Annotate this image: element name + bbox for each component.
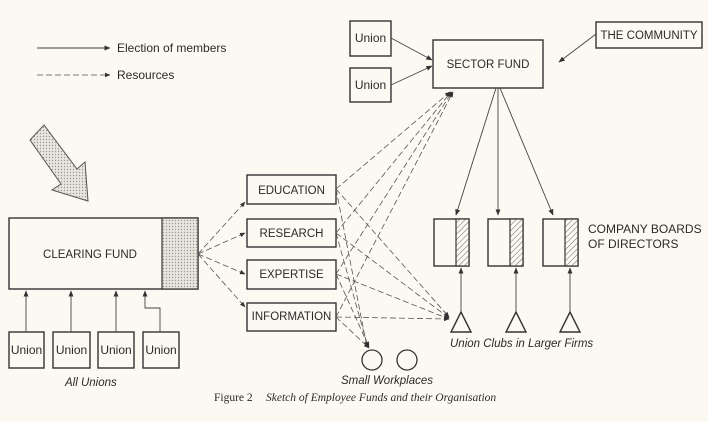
clearing-to-service-arrow	[197, 253, 246, 308]
all-unions-label: All Unions	[64, 377, 117, 389]
svg-text:Union: Union	[100, 343, 131, 357]
service-research: RESEARCH	[246, 218, 337, 248]
sector-to-board-arrow	[499, 87, 554, 216]
legend-resources-label: Resources	[117, 68, 174, 82]
service-education: EDUCATION	[246, 174, 337, 205]
input-big-arrow	[29, 124, 89, 202]
svg-text:Union: Union	[145, 343, 176, 357]
all-union-4: Union	[142, 290, 180, 369]
figure-title: Sketch of Employee Funds and their Organ…	[266, 392, 496, 404]
svg-text:EXPERTISE: EXPERTISE	[259, 269, 324, 281]
union-to-sector-arrow	[390, 65, 433, 86]
company-board-1	[433, 218, 470, 267]
small-workplace-2	[396, 349, 418, 371]
svg-text:Union: Union	[11, 343, 42, 357]
company-board-3	[542, 218, 579, 267]
legend: Election of members Resources	[37, 41, 226, 82]
union-club-3	[558, 267, 582, 333]
sector-to-board-arrow	[455, 87, 497, 216]
union-to-sector-arrow	[390, 37, 433, 61]
clearing-fund-box: CLEARING FUND	[8, 217, 199, 290]
community-box: THE COMMUNITY	[595, 21, 703, 49]
services-to-workplaces-arrows	[335, 188, 370, 349]
all-union-1: Union	[8, 290, 45, 369]
svg-text:EDUCATION: EDUCATION	[258, 185, 325, 197]
figure-number: Figure 2	[214, 392, 253, 404]
clearing-to-service-arrow	[197, 232, 246, 255]
svg-text:Union: Union	[56, 343, 87, 357]
svg-text:CLEARING FUND: CLEARING FUND	[43, 249, 137, 261]
svg-text:THE COMMUNITY: THE COMMUNITY	[600, 30, 697, 42]
service-expertise: EXPERTISE	[246, 259, 337, 290]
service-information: INFORMATION	[246, 302, 337, 332]
company-boards-label-2: OF DIRECTORS	[588, 237, 678, 251]
all-union-3: Union	[97, 290, 135, 369]
small-workplace-1	[361, 349, 383, 371]
svg-text:Union: Union	[355, 31, 386, 45]
clearing-to-service-arrow	[197, 201, 246, 255]
legend-election-label: Election of members	[117, 41, 226, 55]
svg-text:RESEARCH: RESEARCH	[260, 228, 324, 240]
sector-union-1: Union	[349, 20, 392, 57]
sector-fund-box: SECTOR FUND	[432, 39, 544, 89]
clearing-to-service-arrow	[197, 253, 246, 275]
svg-text:INFORMATION: INFORMATION	[252, 311, 332, 323]
community-to-sector-arrow	[558, 33, 597, 63]
union-club-1	[449, 267, 473, 333]
sector-union-2: Union	[349, 67, 392, 103]
company-board-2	[487, 218, 524, 267]
union-club-2	[504, 267, 528, 333]
svg-text:SECTOR FUND: SECTOR FUND	[447, 59, 530, 71]
services-to-clubs-arrows	[335, 188, 450, 322]
union-clubs-label: Union Clubs in Larger Firms	[450, 338, 593, 350]
company-boards-label: COMPANY BOARDS	[588, 222, 702, 236]
small-workplaces-label: Small Workplaces	[341, 375, 433, 387]
all-union-2: Union	[52, 290, 91, 369]
services-to-sector-arrows	[335, 91, 454, 318]
svg-text:Union: Union	[355, 78, 386, 92]
